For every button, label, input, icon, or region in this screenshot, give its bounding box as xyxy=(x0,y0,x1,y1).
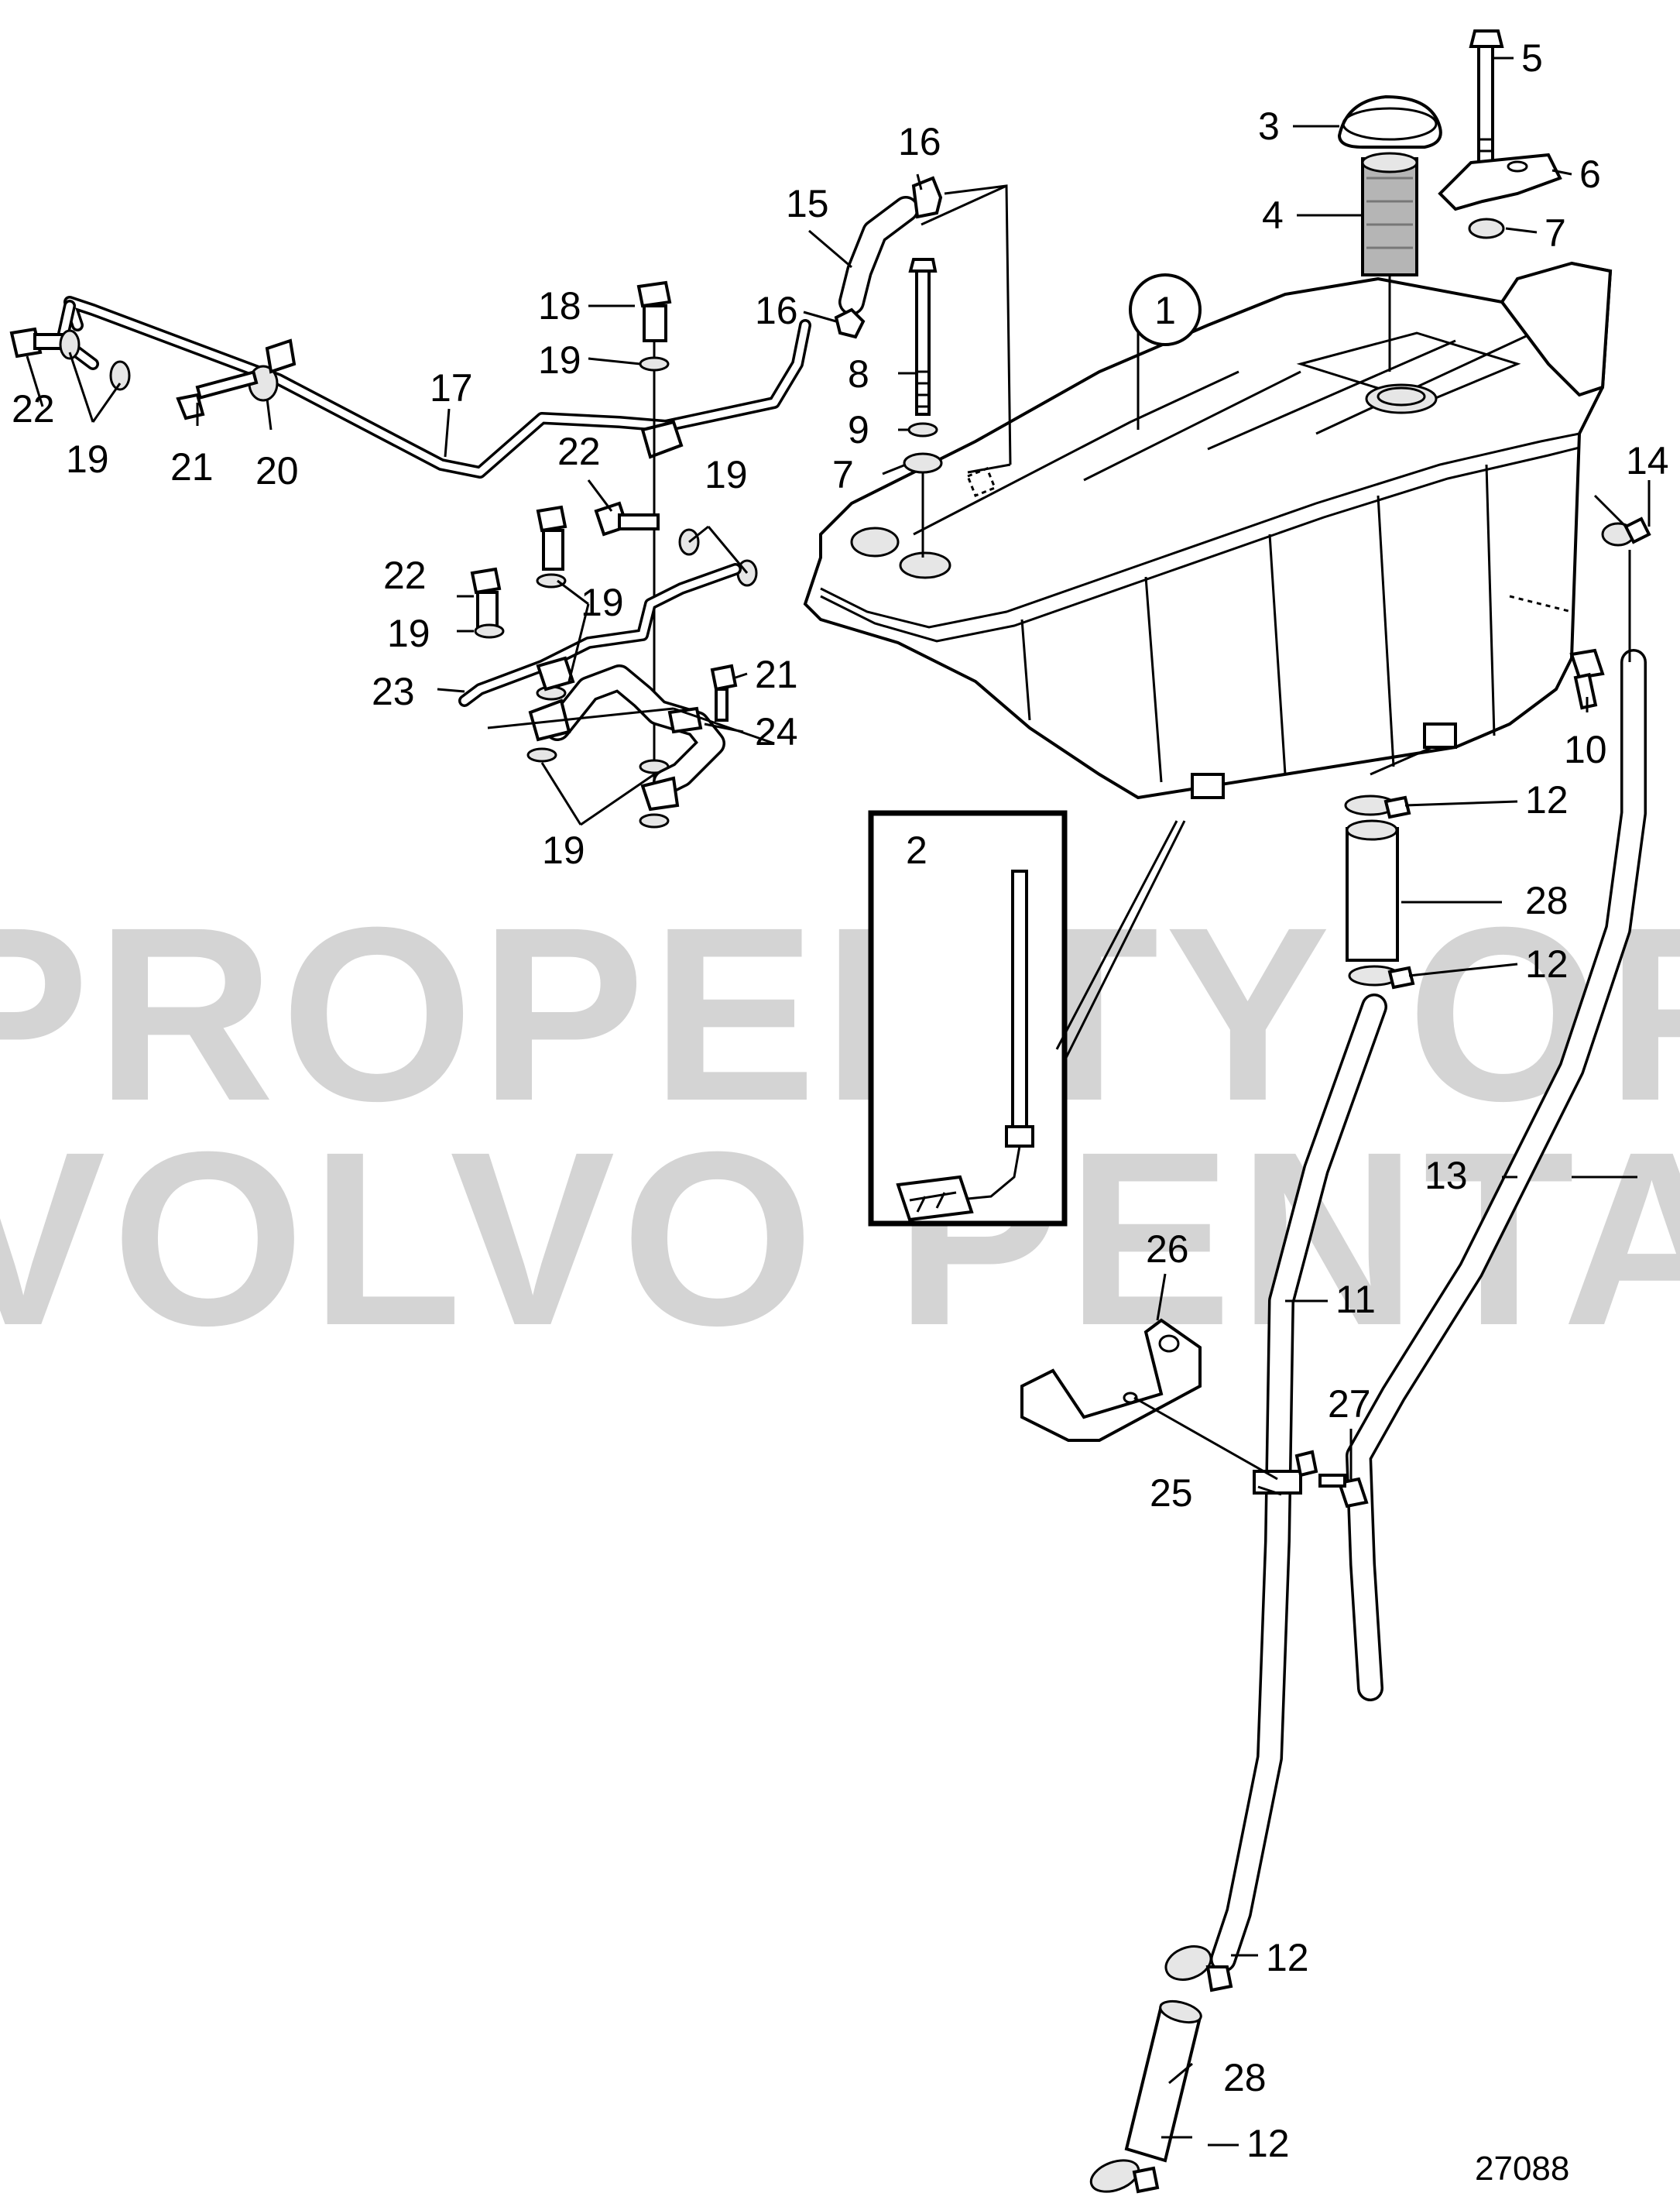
callout-label-6: 6 xyxy=(1579,153,1601,196)
callout-label-7-left: 7 xyxy=(832,453,854,496)
callout-label-22-b: 22 xyxy=(557,430,601,473)
callout-label-24: 24 xyxy=(755,710,798,753)
clamp-14 xyxy=(1601,517,1651,547)
callout-label-7-right: 7 xyxy=(1545,211,1566,255)
callout-label-8: 8 xyxy=(848,352,869,396)
washer-9 xyxy=(907,422,938,438)
leader-lines xyxy=(26,57,1651,2147)
callout-label-21-a: 21 xyxy=(170,445,214,489)
clamp-16-lower xyxy=(834,307,866,339)
clip-20 xyxy=(248,338,297,402)
clamp-12-bottom xyxy=(1089,2159,1160,2194)
bolt-21-right xyxy=(710,664,738,722)
callout-label-12-b: 12 xyxy=(1525,942,1569,986)
bolt-22-center xyxy=(536,505,567,571)
clamp-16-top xyxy=(911,176,943,219)
callout-label-11: 11 xyxy=(1335,1278,1376,1321)
clamp-12-second xyxy=(1348,965,1415,990)
bolt-8 xyxy=(908,258,938,416)
callout-label-13: 13 xyxy=(1425,1154,1468,1197)
callout-label-4: 4 xyxy=(1262,194,1284,237)
callout-label-22-a: 22 xyxy=(12,387,55,431)
watermark-line-2: VOLVO PENTA xyxy=(0,1100,1680,1377)
callout-label-28-b: 28 xyxy=(1223,2056,1267,2099)
screw-27 xyxy=(1318,1474,1369,1508)
callout-label-22-c: 22 xyxy=(383,554,427,597)
callout-label-16-b: 16 xyxy=(755,289,798,332)
callout-label-17: 17 xyxy=(430,366,473,410)
callout-label-21-b: 21 xyxy=(755,653,798,696)
callout-label-26: 26 xyxy=(1146,1227,1189,1271)
bolt-22-middle xyxy=(594,501,660,537)
callout-label-19-a: 19 xyxy=(538,338,581,382)
inset-leader xyxy=(1055,820,1186,1062)
banjo-bolt-18 xyxy=(636,280,672,342)
callout-label-1: 1 xyxy=(1154,289,1176,332)
bracket-6 xyxy=(1438,153,1562,211)
callout-label-19-c: 19 xyxy=(705,453,748,496)
figure-number: 27088 xyxy=(1475,2150,1569,2188)
callout-label-18: 18 xyxy=(538,284,581,328)
callout-label-23: 23 xyxy=(372,670,415,713)
callout-labels: 2 3 4 5 6 7 7 8 9 10 11 12 12 12 12 13 1… xyxy=(12,36,1669,2165)
callout-label-19-b: 19 xyxy=(66,438,109,481)
callout-label-27: 27 xyxy=(1328,1382,1371,1426)
screw-10 xyxy=(1569,648,1605,710)
washers-19 xyxy=(59,329,758,829)
connector-hose-28-upper xyxy=(1346,819,1399,962)
filler-cap xyxy=(1337,94,1442,149)
callout-label-5: 5 xyxy=(1521,36,1543,80)
callout-label-19-e: 19 xyxy=(387,612,430,655)
filler-strainer xyxy=(1361,152,1418,372)
fuel-tank xyxy=(803,261,1613,800)
watermark: PROPERTY OF VOLVO PENTA xyxy=(0,875,1680,1377)
watermark-line-1: PROPERTY OF xyxy=(0,875,1680,1152)
callout-label-16-a: 16 xyxy=(898,120,941,163)
return-hose-13 xyxy=(1346,649,1647,1701)
washer-7-left xyxy=(903,452,943,474)
clamp-12-third xyxy=(1164,1945,1233,1992)
callout-label-19-d: 19 xyxy=(581,581,624,624)
callout-label-14: 14 xyxy=(1626,439,1669,482)
hose-24 xyxy=(528,656,725,812)
return-pipe-23 xyxy=(458,563,742,707)
callout-label-12-d: 12 xyxy=(1246,2122,1290,2165)
callout-label-15: 15 xyxy=(786,182,829,225)
banjo-fitting-17 xyxy=(640,420,684,459)
callout-1: 1 xyxy=(1129,273,1202,346)
callout-label-28-a: 28 xyxy=(1525,879,1569,922)
callout-label-3: 3 xyxy=(1258,105,1280,148)
callout-label-20: 20 xyxy=(255,449,299,493)
callout-label-25: 25 xyxy=(1150,1471,1193,1515)
washer-7-right xyxy=(1468,218,1505,239)
callout-label-12-a: 12 xyxy=(1525,778,1569,822)
callout-label-19-f: 19 xyxy=(542,829,585,872)
clamp-12-upper xyxy=(1344,795,1411,819)
bracket-26 xyxy=(1020,1318,1202,1442)
vent-hose-15 xyxy=(838,196,919,315)
bolt-22-left xyxy=(470,567,502,629)
callout-label-9: 9 xyxy=(848,408,869,451)
fuel-pipe-11 xyxy=(1210,994,1387,1972)
fuel-level-sender-inset xyxy=(868,810,1068,1227)
callout-label-2: 2 xyxy=(906,829,927,872)
callout-label-12-c: 12 xyxy=(1266,1936,1309,1979)
connector-hose-28-lower xyxy=(1124,1999,1202,2163)
bolt-21-left xyxy=(176,370,259,420)
callout-label-10: 10 xyxy=(1564,728,1607,771)
